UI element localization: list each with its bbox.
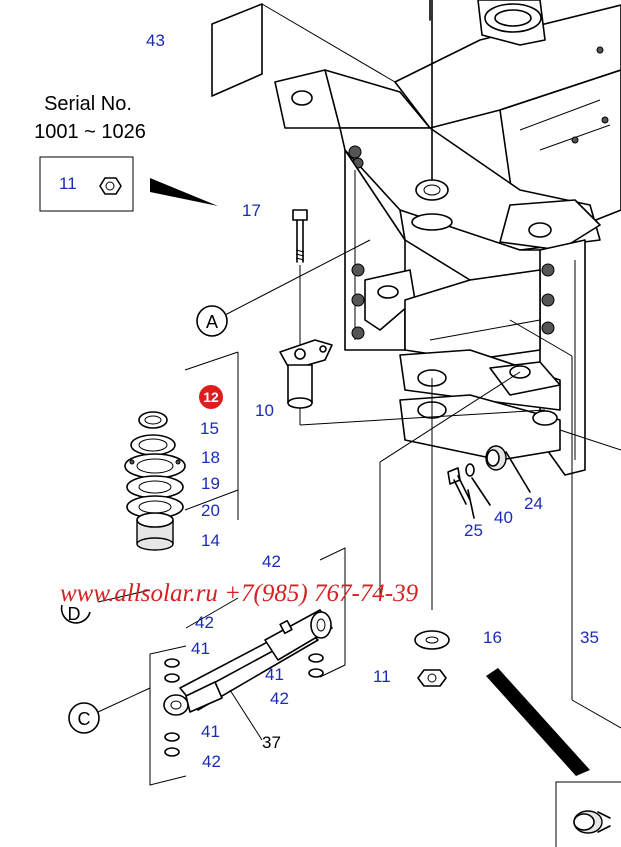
- label-part-37[interactable]: 37: [262, 733, 281, 752]
- label-part-42-a[interactable]: 42: [195, 613, 214, 632]
- label-part-35[interactable]: 35: [580, 628, 599, 647]
- part-24-bushing[interactable]: [485, 445, 531, 493]
- label-part-24[interactable]: 24: [524, 494, 543, 513]
- part-18-plate[interactable]: [124, 453, 186, 479]
- label-part-42-b[interactable]: 42: [270, 689, 289, 708]
- label-part-14[interactable]: 14: [201, 531, 220, 550]
- view-arrow: [486, 668, 590, 776]
- label-part-42-c[interactable]: 42: [202, 752, 221, 771]
- part-11-nut[interactable]: [417, 669, 447, 687]
- part-10-pin[interactable]: [279, 339, 333, 425]
- label-part-41-b[interactable]: 41: [265, 665, 284, 684]
- label-part-17[interactable]: 17: [242, 201, 261, 220]
- part-40-washer[interactable]: [465, 463, 491, 506]
- label-part-41-c[interactable]: 41: [201, 722, 220, 741]
- label-part-15[interactable]: 15: [200, 419, 219, 438]
- part-25-bolt[interactable]: [447, 467, 475, 519]
- part-41-washer-left-top[interactable]: [164, 658, 180, 668]
- serial-label: Serial No.: [44, 93, 132, 115]
- part-19-plate[interactable]: [126, 475, 184, 499]
- callout-a[interactable]: A: [196, 239, 371, 337]
- callout-c[interactable]: C: [68, 687, 151, 734]
- svg-text:C: C: [78, 709, 91, 729]
- bushing-detail[interactable]: [573, 810, 611, 834]
- label-part-40[interactable]: 40: [494, 508, 513, 527]
- frame-lower-hinge: [299, 319, 621, 729]
- detail-box-bottom-right: [555, 781, 621, 847]
- svg-text:D: D: [68, 604, 81, 624]
- watermark-text: www.allsolar.ru +7(985) 767-74-39: [60, 580, 419, 607]
- label-part-11-box[interactable]: 11: [59, 174, 77, 193]
- label-part-18[interactable]: 18: [201, 448, 220, 467]
- cylinder-group: [149, 547, 346, 786]
- label-part-12-highlight[interactable]: 12: [199, 385, 223, 409]
- part-16-washer[interactable]: [414, 630, 450, 650]
- part-14-bush[interactable]: [136, 512, 174, 551]
- frame-upper-structure: [274, 0, 621, 476]
- svg-text:12: 12: [203, 389, 219, 405]
- serial-number-box: Serial No. 1001 ~ 1026: [34, 93, 218, 212]
- part-42-shim-left-top[interactable]: [164, 673, 180, 683]
- svg-text:A: A: [206, 312, 218, 332]
- part-42-shim-left-bottom[interactable]: [164, 747, 180, 757]
- mount-stack-group: [124, 351, 239, 551]
- label-part-10[interactable]: 10: [255, 401, 274, 420]
- part-15-ring[interactable]: [130, 434, 176, 456]
- label-part-20[interactable]: 20: [201, 501, 220, 520]
- label-part-19[interactable]: 19: [201, 474, 220, 493]
- label-part-25[interactable]: 25: [464, 521, 483, 540]
- serial-range: 1001 ~ 1026: [34, 121, 146, 143]
- label-part-43[interactable]: 43: [146, 31, 165, 50]
- part-17-bolt[interactable]: [292, 209, 308, 345]
- part-42-shim-right[interactable]: [308, 668, 324, 678]
- part-12-ring[interactable]: [138, 411, 168, 429]
- label-part-42-top[interactable]: 42: [262, 552, 281, 571]
- callout-d[interactable]: D: [60, 589, 151, 624]
- label-part-41-a[interactable]: 41: [191, 639, 210, 658]
- part-41-washer-left-bottom[interactable]: [164, 732, 180, 742]
- label-part-16[interactable]: 16: [483, 628, 502, 647]
- part-37-cylinder[interactable]: [163, 609, 333, 741]
- part-43-plate[interactable]: [211, 3, 396, 97]
- part-41-washer-right[interactable]: [308, 653, 324, 663]
- label-part-11[interactable]: 11: [373, 667, 391, 686]
